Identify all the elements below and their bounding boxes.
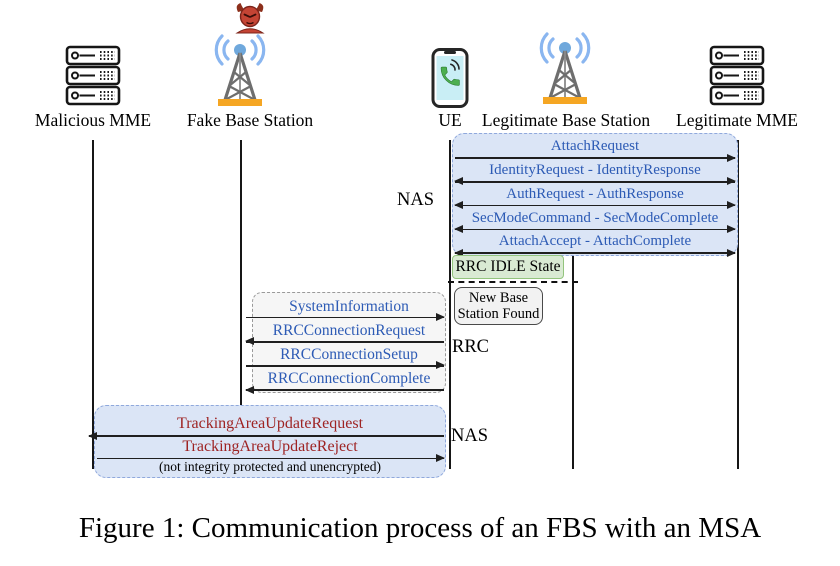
message-arrow	[454, 201, 736, 209]
section-label-rrc: RRC	[452, 337, 490, 357]
server-icon	[709, 45, 765, 106]
actor-label-legitimate-base-station: Legitimate Base Station	[481, 110, 651, 130]
message-tau-reject: TrackingAreaUpdateReject	[182, 437, 358, 455]
message-arrow	[97, 454, 445, 462]
message-identity: IdentityRequest - IdentityResponse	[489, 161, 701, 178]
actor-label-fake-base-station: Fake Base Station	[186, 110, 314, 130]
message-row: AuthRequest - AuthResponse	[453, 183, 737, 209]
rrc-connection-message-group: SystemInformation RRCConnectionRequest R…	[245, 292, 446, 394]
message-row: TrackingAreaUpdateReject (not integrity …	[95, 437, 445, 475]
state-transition-dashed-line	[448, 281, 578, 283]
message-arrow	[246, 362, 445, 369]
message-row: RRCConnectionComplete	[245, 367, 445, 394]
actor-label-legitimate-mme: Legitimate MME	[676, 110, 798, 130]
message-arrow	[455, 154, 736, 161]
message-security-note: (not integrity protected and unencrypted…	[159, 459, 381, 475]
actor-label-malicious-mme: Malicious MME	[34, 110, 152, 130]
figure-caption: Figure 1: Communication process of an FB…	[78, 512, 762, 544]
base-station-icon	[539, 32, 591, 104]
message-row: SecModeCommand - SecModeComplete	[453, 206, 737, 233]
phone-icon	[431, 48, 469, 108]
message-rrc-connection-complete: RRCConnectionComplete	[267, 370, 431, 388]
lifeline-legitimate-mme	[737, 140, 739, 469]
message-rrc-connection-setup: RRCConnectionSetup	[280, 346, 418, 364]
section-label-nas-bottom: NAS	[451, 426, 489, 446]
lifeline-fake-base-station	[240, 140, 242, 405]
message-arrow	[246, 313, 445, 321]
actor-label-ue: UE	[438, 110, 462, 130]
message-arrow	[245, 337, 444, 345]
message-row: IdentityRequest - IdentityResponse	[453, 159, 737, 185]
message-arrow	[454, 225, 736, 233]
note-line: Station Found	[457, 306, 540, 322]
message-secmode: SecModeCommand - SecModeComplete	[471, 209, 719, 226]
message-row: AttachRequest	[453, 135, 737, 161]
message-row: RRCConnectionRequest	[245, 318, 445, 345]
message-arrow	[245, 386, 444, 394]
lifeline-legitimate-base-station	[572, 140, 574, 469]
message-tau-request: TrackingAreaUpdateRequest	[176, 415, 364, 433]
note-line: New Base	[468, 289, 529, 306]
message-attach-request: AttachRequest	[550, 138, 640, 155]
message-auth: AuthRequest - AuthResponse	[506, 185, 684, 202]
tracking-area-update-message-group: TrackingAreaUpdateRequest TrackingAreaUp…	[88, 405, 446, 478]
message-row: SystemInformation	[246, 294, 445, 321]
message-attach-accept: AttachAccept - AttachComplete	[498, 233, 692, 250]
rrc-idle-state-box: RRC IDLE State	[452, 255, 564, 279]
fake-base-station-icon	[214, 34, 266, 106]
message-row: AttachAccept - AttachComplete	[453, 230, 737, 257]
message-rrc-connection-request: RRCConnectionRequest	[272, 321, 426, 339]
message-row: TrackingAreaUpdateRequest	[88, 408, 445, 440]
devil-icon	[235, 3, 265, 34]
message-arrow	[454, 249, 736, 257]
message-arrow	[88, 432, 444, 440]
lifeline-malicious-mme	[92, 140, 94, 469]
section-label-nas-top: NAS	[397, 190, 435, 210]
message-system-information: SystemInformation	[289, 297, 409, 315]
nas-attach-message-group: AttachRequest IdentityRequest - Identity…	[452, 133, 738, 257]
new-base-station-found-box: New Base Station Found	[454, 287, 543, 325]
lifeline-ue	[449, 140, 451, 469]
server-icon	[65, 45, 121, 106]
message-arrow	[454, 177, 736, 185]
message-row: RRCConnectionSetup	[246, 343, 445, 369]
